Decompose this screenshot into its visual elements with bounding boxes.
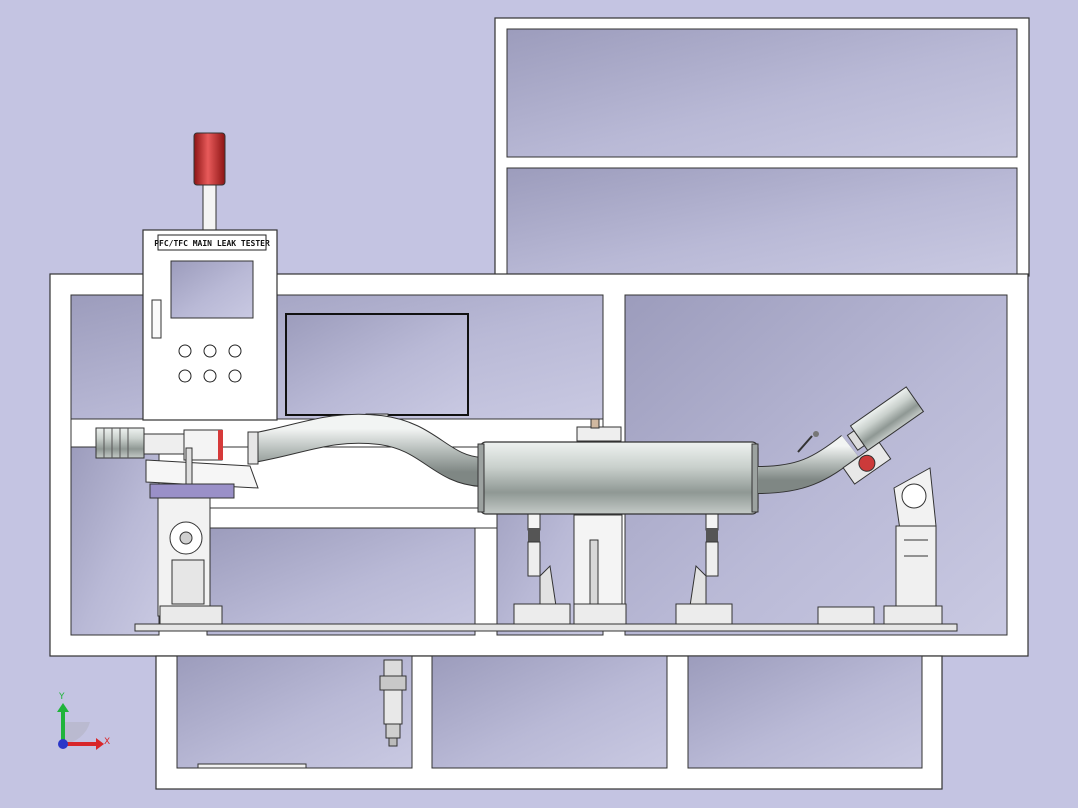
lower-cabinet-bay-2 <box>431 655 668 769</box>
upper-cabinet-panel-bottom <box>506 167 1018 275</box>
lower-cabinet <box>155 655 943 790</box>
filter-regulator <box>379 659 407 747</box>
outlet-pipe <box>757 431 859 494</box>
lower-cabinet-bay-1 <box>176 655 413 769</box>
base-plate <box>134 623 958 632</box>
lower-cabinet-bay-3 <box>687 655 923 769</box>
control-button-1[interactable] <box>178 344 192 358</box>
outlet-clamp <box>842 386 925 485</box>
triad-origin <box>58 739 68 749</box>
frame-bay-lower-mid <box>206 527 476 636</box>
right-support-stand <box>817 467 943 625</box>
door-handle <box>151 299 162 339</box>
monitor <box>285 313 469 420</box>
left-support-stand <box>157 495 223 625</box>
control-button-3[interactable] <box>228 344 242 358</box>
beacon-light <box>193 132 226 186</box>
control-box: PFC/TFC MAIN LEAK TESTER <box>142 132 278 421</box>
control-button-5[interactable] <box>203 369 217 383</box>
inlet-pipe <box>247 413 484 487</box>
control-screen <box>170 260 254 319</box>
control-button-6[interactable] <box>228 369 242 383</box>
upper-cabinet-panel-top <box>506 28 1018 158</box>
inlet-fixture <box>95 427 259 499</box>
lower-drawer-handle <box>197 763 307 769</box>
center-support <box>573 418 627 625</box>
panel-label: PFC/TFC MAIN LEAK TESTER <box>154 239 270 248</box>
muffler <box>477 441 759 515</box>
panel-label-plate <box>157 234 267 251</box>
coordinate-triad: X Y <box>57 692 110 750</box>
control-button-4[interactable] <box>178 369 192 383</box>
beacon-stem <box>202 184 217 231</box>
triad-y-label: Y <box>58 692 65 702</box>
control-button-2[interactable] <box>203 344 217 358</box>
triad-x-label: X <box>104 737 110 747</box>
frame-bay-lower-left <box>70 446 160 636</box>
upper-cabinet <box>494 17 1030 277</box>
